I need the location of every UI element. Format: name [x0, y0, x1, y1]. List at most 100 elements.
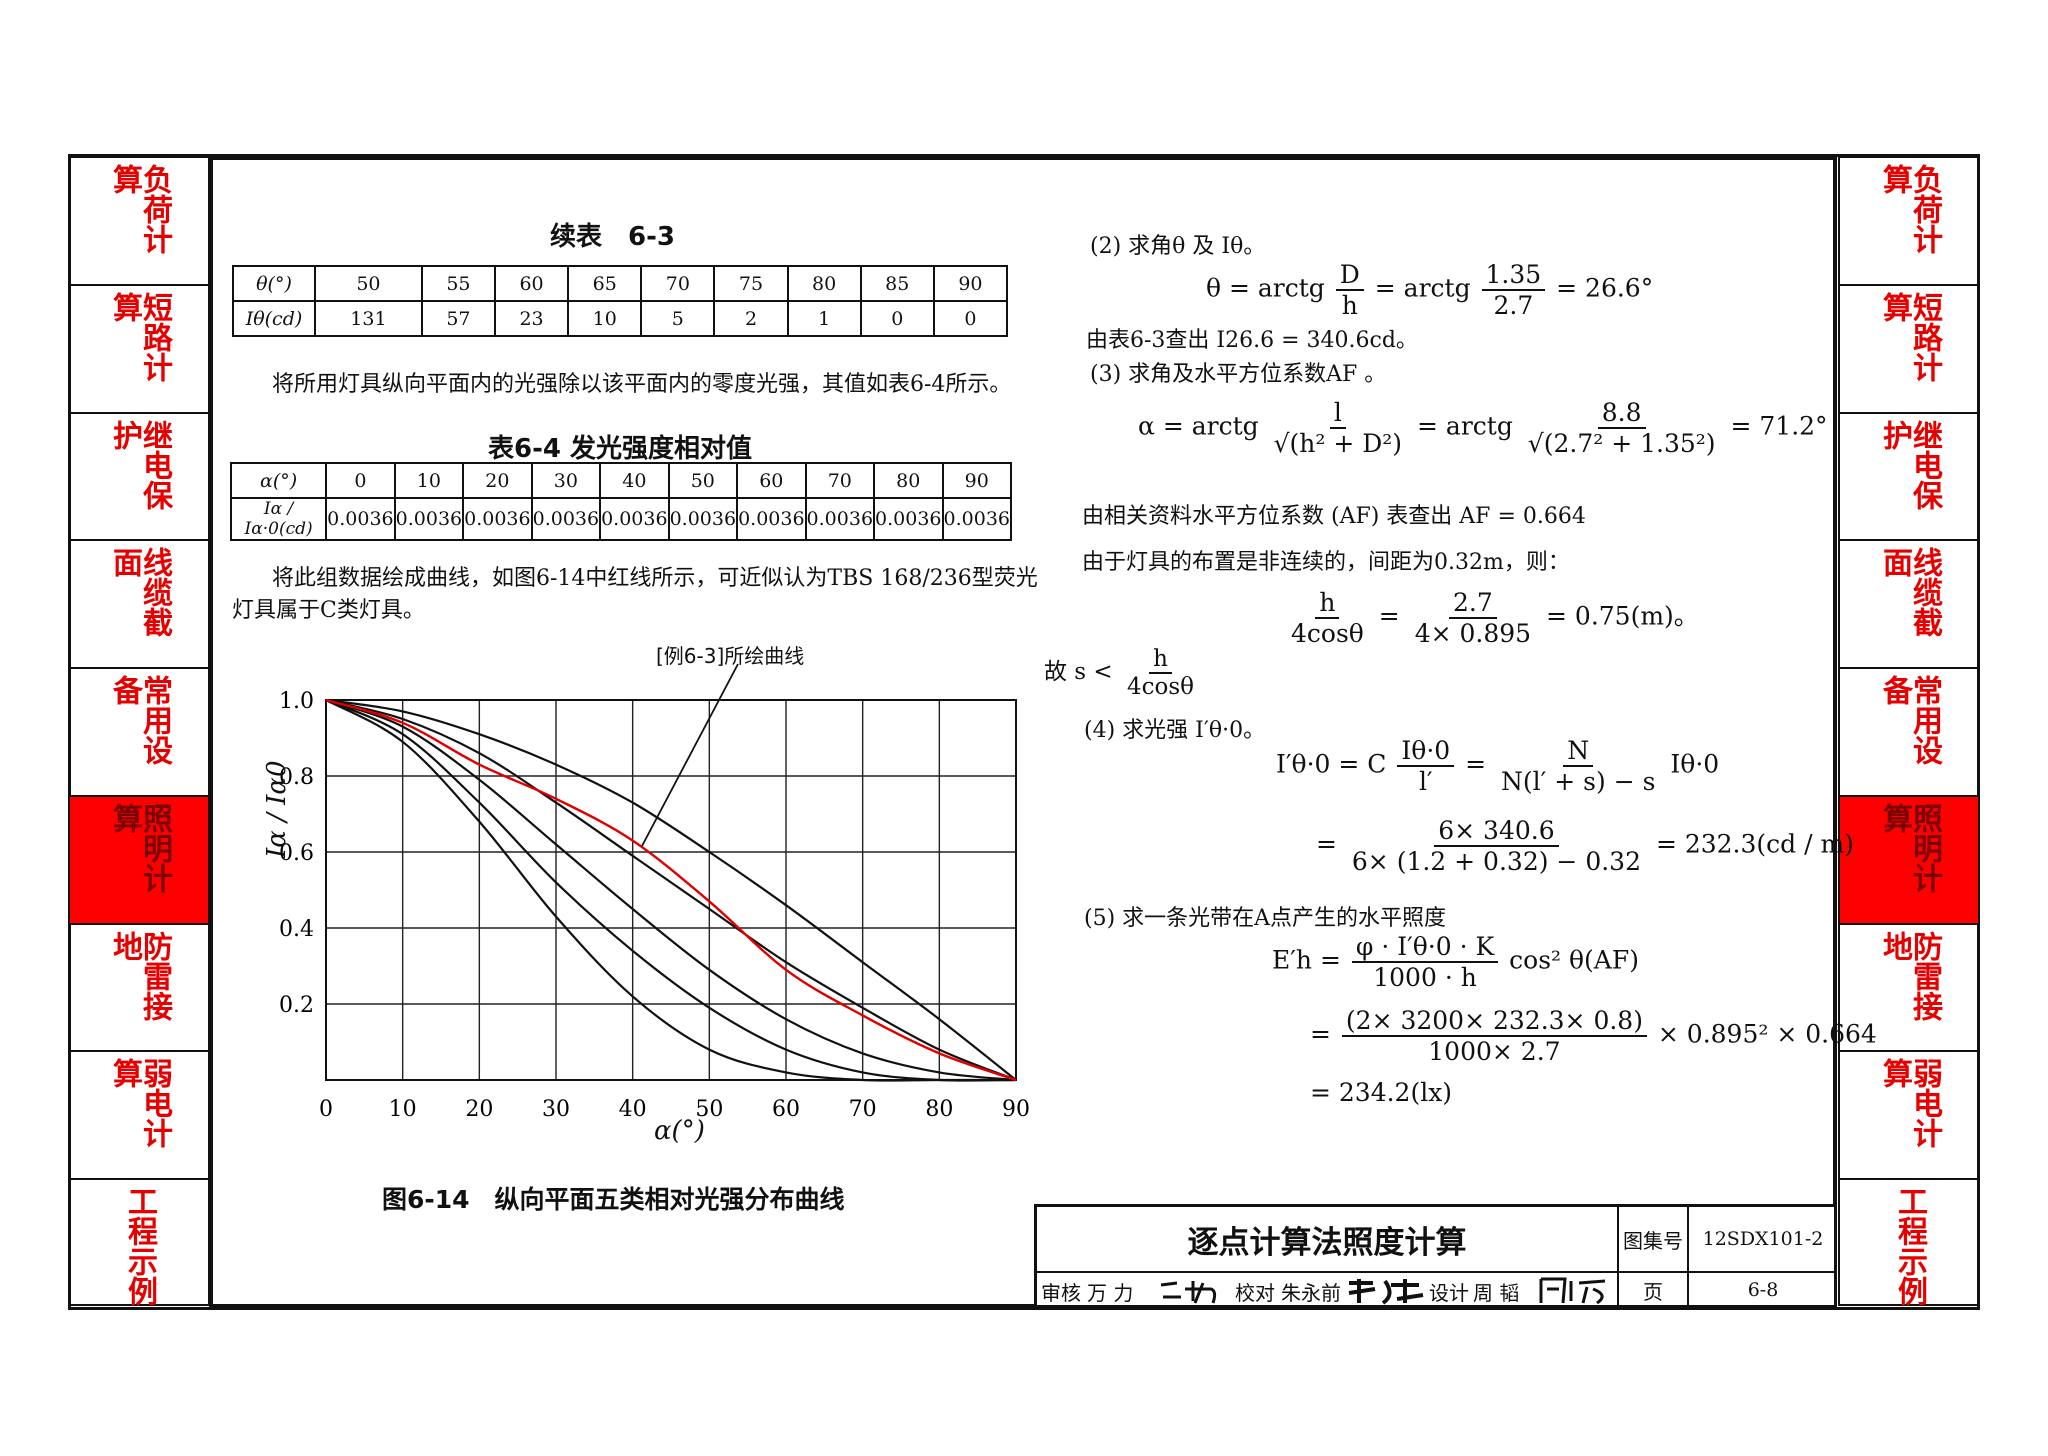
- table63-angle-cell: 55: [420, 265, 497, 302]
- table64-angle-cell: 40: [599, 462, 670, 499]
- eq-hcos-eq: =: [1378, 601, 1400, 631]
- right-sidebar-tab-1[interactable]: 负荷计算: [1840, 158, 1978, 286]
- chart-ylabel: Iα / Iα0: [262, 760, 292, 859]
- lookup-1: 由表6-3查出 I26.6 = 340.6cd。: [1086, 328, 1418, 353]
- table63-angle-cell: 85: [859, 265, 935, 302]
- para-1: 将所用灯具纵向平面内的光强除以该平面内的零度光强，其值如表6-4所示。: [272, 372, 1012, 397]
- table64-value-cell: 0.0036: [393, 497, 465, 541]
- tb-sheji: 设计: [1429, 1281, 1469, 1305]
- eq-hcos-frac1-den: 4cosθ: [1291, 619, 1364, 648]
- left-sidebar-tab-1[interactable]: 负荷计算: [70, 158, 208, 286]
- right-sidebar-tab-label: 工程示例: [1892, 1186, 1927, 1307]
- table63-value-cell: 0: [859, 300, 935, 337]
- left-sidebar-tab-8[interactable]: 弱电计算: [70, 1052, 208, 1181]
- left-sidebar-tab-7[interactable]: 防雷接地: [70, 925, 208, 1053]
- tb-divider-v1: [1617, 1207, 1619, 1307]
- step-5: (5) 求一条光带在A点产生的水平照度: [1084, 906, 1447, 931]
- eq-illum-tail: cos² θ(AF): [1509, 945, 1639, 975]
- table63-header: θ(°): [232, 265, 316, 302]
- right-sidebar-tab-4[interactable]: 线缆截面: [1840, 541, 1978, 670]
- table64-value-cell: 0.0036: [599, 497, 670, 541]
- table64-angle-cell: 10: [393, 462, 465, 499]
- eq-intensity-frac1-num: Iθ·0: [1397, 736, 1455, 767]
- eq-intensity-lhs: I′θ·0 = C: [1276, 749, 1387, 779]
- left-sidebar-tab-label: 短路计算: [107, 291, 172, 382]
- table64-value-cell: 0.0036: [462, 497, 533, 541]
- eq-illum-2-frac: (2× 3200× 232.3× 0.8)1000× 2.7: [1341, 1006, 1647, 1066]
- eq-theta-frac1-den: h: [1341, 291, 1358, 320]
- table64-angle-cell: 30: [530, 462, 602, 499]
- left-sidebar-tab-label: 线缆截面: [107, 547, 172, 638]
- right-sidebar-tab-3[interactable]: 继电保护: [1840, 414, 1978, 542]
- left-sidebar-tab-4[interactable]: 线缆截面: [70, 541, 208, 670]
- signature-3: [1539, 1277, 1606, 1305]
- signature-2: [1348, 1279, 1424, 1305]
- left-sidebar-tab-label: 弱电计算: [107, 1058, 172, 1149]
- right-sidebar-tab-9[interactable]: 工程示例: [1840, 1180, 1978, 1308]
- eq-alpha-frac1: l√(h² + D²): [1270, 398, 1406, 458]
- right-sidebar-tab-5[interactable]: 常用设备: [1840, 669, 1978, 797]
- table64-row-label: Iα / Iα·0(cd): [229, 497, 328, 541]
- eq-illum-3: = 234.2(lx): [1310, 1078, 1453, 1107]
- eq-illum-2: = (2× 3200× 232.3× 0.8)1000× 2.7 × 0.895…: [1310, 1006, 1877, 1066]
- table64-angle-cell: 80: [873, 462, 944, 499]
- discont-line: 由于灯具的布置是非连续的，间距为0.32m，则：: [1082, 550, 1570, 575]
- eq-illum-frac-den: 1000 · h: [1373, 963, 1477, 992]
- left-sidebar-tab-label: 防雷接地: [107, 930, 172, 1021]
- eq-intensity-eq: =: [1465, 749, 1487, 779]
- right-sidebar-tab-6[interactable]: 照明计算: [1840, 796, 1978, 925]
- table64-angle-cell: 0: [325, 462, 396, 499]
- table64-angle-cell: 90: [941, 462, 1013, 499]
- eq-intensity-2-den: 6× (1.2 + 0.32) − 0.32: [1351, 847, 1641, 876]
- table63-value-cell: 23: [493, 300, 570, 337]
- eq-theta-frac1-num: D: [1335, 260, 1364, 291]
- left-sidebar-tab-label: 常用设备: [107, 675, 172, 766]
- right-sidebar-tab-label: 弱电计算: [1877, 1058, 1942, 1149]
- table63-angle-cell: 75: [713, 265, 789, 302]
- para-2-line-2: 灯具属于C类灯具。: [232, 598, 425, 623]
- tb-shenhe-name: 万 力: [1087, 1281, 1134, 1305]
- table64-angle-cell: 20: [462, 462, 533, 499]
- right-sidebar-tab-label: 短路计算: [1877, 291, 1942, 382]
- table63-value-cell: 0: [932, 300, 1009, 337]
- table64-value-cell: 0.0036: [873, 497, 944, 541]
- step-3: (3) 求角及水平方位系数AF 。: [1090, 362, 1387, 387]
- eq-alpha-mid: = arctg: [1417, 411, 1513, 441]
- tb-divider-h: [1037, 1271, 1837, 1273]
- table64-value-cell: 0.0036: [736, 497, 807, 541]
- eq-illum-2-eq: =: [1310, 1019, 1331, 1049]
- right-sidebar-tab-8[interactable]: 弱电计算: [1840, 1052, 1978, 1181]
- table63-value-cell: 10: [567, 300, 643, 337]
- tb-jiaodui: 校对: [1235, 1281, 1275, 1305]
- table63-value-cell: 5: [640, 300, 716, 337]
- left-sidebar-tab-3[interactable]: 继电保护: [70, 414, 208, 542]
- table63-value-cell: 1: [786, 300, 862, 337]
- right-sidebar-tab-label: 负荷计算: [1877, 164, 1942, 254]
- tb-sign-row: 审核 万 力 校对 朱永前 设计 周 韬: [1037, 1273, 1617, 1307]
- right-sidebar-tab-7[interactable]: 防雷接地: [1840, 925, 1978, 1053]
- left-sidebar-tab-9[interactable]: 工程示例: [70, 1180, 208, 1308]
- signature-1: [1160, 1281, 1217, 1304]
- left-sidebar-tab-5[interactable]: 常用设备: [70, 669, 208, 797]
- step-2: (2) 求角θ 及 Iθ。: [1090, 234, 1266, 259]
- step-4: (4) 求光强 I′θ·0。: [1084, 718, 1266, 743]
- eq-gu-frac-den: 4cosθ: [1127, 674, 1195, 700]
- left-sidebar-tab-6[interactable]: 照明计算: [70, 796, 208, 925]
- table64-angle-cell: 60: [736, 462, 807, 499]
- left-sidebar-tab-label: 照明计算: [107, 802, 172, 893]
- left-sidebar-tab-2[interactable]: 短路计算: [70, 286, 208, 414]
- tb-atlas-no: 12SDX101-2: [1702, 1228, 1824, 1250]
- table64-value-cell: 0.0036: [530, 497, 602, 541]
- right-sidebar-tab-2[interactable]: 短路计算: [1840, 286, 1978, 414]
- eq-intensity-frac2-den: N(l′ + s) − s: [1501, 767, 1656, 796]
- table64-header: α(°): [229, 462, 328, 499]
- eq-intensity-2-result: = 232.3(cd / m): [1655, 829, 1854, 859]
